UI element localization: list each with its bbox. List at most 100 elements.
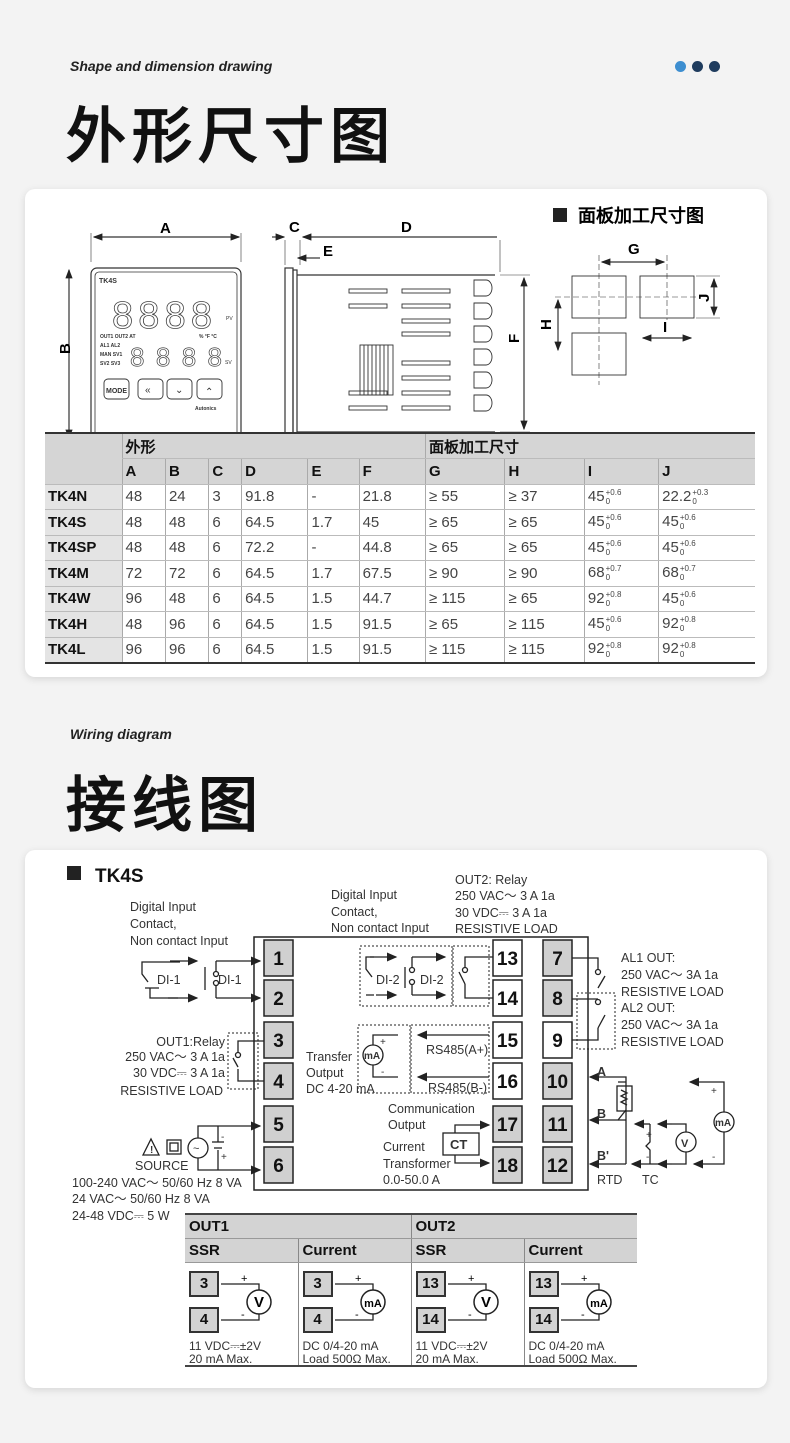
terminal-box: 3	[302, 1270, 333, 1297]
comm-line1: Communication	[388, 1102, 475, 1116]
di-left-line2: Contact,	[130, 917, 177, 931]
terminal-7: 7	[542, 939, 573, 977]
col-j: J	[658, 458, 755, 485]
value-cell: ≥ 115	[424, 637, 505, 663]
head-current-1: Current	[297, 1238, 411, 1263]
section-title-wiring: 接线图	[66, 771, 264, 841]
value-cell: ≥ 65	[504, 509, 585, 536]
value-cell: ≥ 37	[504, 484, 585, 510]
col-i: I	[583, 458, 659, 485]
value-cell: 6	[208, 535, 242, 561]
svg-text:SV: SV	[225, 360, 232, 366]
al-line3: RESISTIVE LOAD	[621, 985, 724, 999]
terminal-box: 13	[415, 1270, 446, 1297]
out2-line4: RESISTIVE LOAD	[455, 922, 558, 936]
terminal-9: 9	[542, 1021, 573, 1059]
al-line2: 250 VAC～ 3A 1a	[621, 968, 718, 982]
value-cell: 48	[121, 611, 166, 638]
svg-text:+: +	[380, 1037, 386, 1048]
dim-label-e: E	[323, 243, 333, 260]
dim-label-b: B	[57, 343, 74, 354]
model-cell: TK4H	[45, 611, 122, 638]
terminal-2: 2	[263, 979, 294, 1017]
value-cell: 24	[164, 484, 209, 510]
transfer-line2: Output	[306, 1066, 344, 1080]
svg-text:~: ~	[193, 1143, 199, 1155]
sensor-b2-label: B'	[597, 1149, 609, 1163]
value-cell: 48	[121, 535, 166, 561]
power-line1: 100-240 VAC～ 50/60 Hz 8 VA	[72, 1176, 242, 1190]
ct-box-label: CT	[450, 1137, 467, 1152]
svg-text:«: «	[145, 385, 151, 396]
terminal-16: 16	[492, 1062, 523, 1100]
terminal-box: 4	[302, 1306, 333, 1333]
dim-label-a: A	[160, 220, 171, 237]
svg-text:7: 7	[552, 949, 563, 970]
value-cell: 96	[164, 637, 209, 663]
svg-text:+: +	[711, 1086, 717, 1097]
svg-text:-: -	[381, 1067, 384, 1078]
value-cell: 48	[164, 509, 209, 536]
svg-text:13: 13	[497, 949, 518, 970]
caption-line2: Load 500Ω Max.	[302, 1351, 391, 1366]
svg-text:+: +	[581, 1273, 587, 1285]
caption-line1: 11 VDC⎓±2V	[189, 1338, 261, 1353]
rs485a-label: RS485(A+)	[426, 1043, 488, 1057]
value-cell: -	[307, 535, 360, 561]
group-panel: 面板加工尺寸	[424, 433, 755, 459]
panel-title-square-icon	[553, 208, 567, 222]
terminal-box: 14	[528, 1306, 559, 1333]
caption-line2: 20 mA Max.	[189, 1351, 253, 1366]
svg-text:-: -	[646, 1152, 649, 1163]
value-cell: 6	[208, 560, 242, 587]
value-cell: ≥ 115	[504, 637, 585, 663]
value-cell: 1.7	[307, 509, 360, 536]
svg-text:10: 10	[547, 1072, 568, 1093]
page-dot-1	[675, 61, 686, 72]
meter-label: V	[480, 1294, 490, 1311]
svg-text:1: 1	[273, 949, 284, 970]
terminal-4: 4	[263, 1062, 294, 1100]
out2-group: OUT2	[410, 1214, 637, 1239]
svg-text:SV2 SV3: SV2 SV3	[100, 361, 121, 367]
svg-text:MODE: MODE	[106, 388, 127, 395]
terminal-box: 4	[189, 1306, 219, 1333]
value-cell: 72	[164, 560, 209, 587]
head-ssr-1: SSR	[185, 1238, 298, 1263]
value-cell: 1.5	[307, 637, 360, 663]
v-meter-label: V	[681, 1138, 689, 1150]
value-cell: 64.5	[241, 586, 308, 612]
svg-text:+: +	[646, 1130, 652, 1141]
transfer-line1: Transfer	[306, 1050, 352, 1064]
terminal-17: 17	[492, 1105, 523, 1143]
svg-text:+: +	[221, 1152, 227, 1163]
svg-text:% °F °C: % °F °C	[199, 334, 217, 340]
rtd-label: RTD	[597, 1173, 622, 1187]
model-cell: TK4SP	[45, 535, 122, 561]
group-outer: 外形	[121, 433, 426, 459]
dim-label-g: G	[628, 241, 640, 258]
head-current-2: Current	[523, 1238, 637, 1263]
svg-text:AL1 AL2: AL1 AL2	[100, 343, 120, 349]
ma-sensor-label: mA	[715, 1118, 731, 1129]
section-subtitle-wiring: Wiring diagram	[70, 726, 172, 742]
col-g: G	[424, 458, 505, 485]
value-cell: 72	[121, 560, 166, 587]
di2-label: DI-2	[376, 973, 400, 987]
svg-text:PV: PV	[226, 316, 233, 322]
model-cell: TK4N	[45, 484, 122, 510]
head-ssr-2: SSR	[410, 1238, 524, 1263]
svg-text:-: -	[221, 1132, 224, 1143]
di1-label-2: DI-1	[218, 973, 242, 987]
out1-line2: 250 VAC～ 3 A 1a	[125, 1050, 225, 1064]
